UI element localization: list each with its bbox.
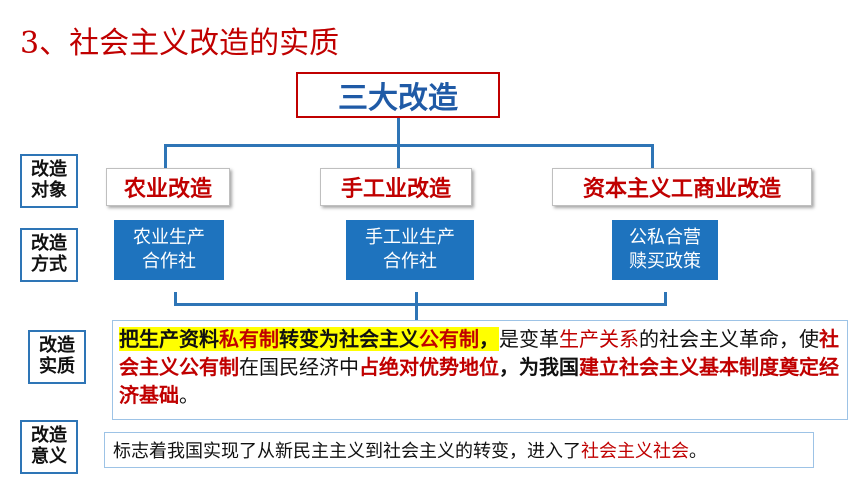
method-agriculture-line2: 合作社 <box>142 251 196 272</box>
connector-top-horizontal <box>164 144 654 147</box>
essence-seg-3: 转变为社会主义 <box>279 327 419 351</box>
connector-top-vertical <box>397 118 400 146</box>
essence-seg-8: 的社会主义革命，使 <box>639 327 819 351</box>
label-meaning-line1: 改造 <box>31 425 67 447</box>
bracket-center-drop <box>415 292 418 320</box>
label-objects-line2: 对象 <box>31 180 67 201</box>
essence-seg-1: 把生产资料 <box>119 327 219 351</box>
method-handicraft-line1: 手工业生产 <box>365 226 455 248</box>
meaning-seg-3: 。 <box>689 441 707 462</box>
essence-dominant-position: 占绝对优势地位 <box>359 355 499 379</box>
essence-highlight: 把生产资料私有制转变为社会主义公有制， <box>119 327 499 351</box>
label-methods: 改造 方式 <box>20 228 78 282</box>
label-objects-line1: 改造 <box>31 159 67 181</box>
method-handicraft: 手工业生产 合作社 <box>346 220 474 280</box>
essence-text: 把生产资料私有制转变为社会主义公有制，是变革生产关系的社会主义革命，使社会主义公… <box>112 320 848 420</box>
essence-private-ownership: 私有制 <box>219 327 279 351</box>
label-methods-line1: 改造 <box>31 233 67 255</box>
label-essence-line1: 改造 <box>39 335 75 357</box>
label-meaning: 改造 意义 <box>20 420 78 474</box>
slide-title: 3、社会主义改造的实质 <box>20 26 340 61</box>
essence-seg-14: 。 <box>179 383 199 407</box>
essence-socialist-public-ownership: 社会主义公有制 <box>119 327 839 379</box>
bracket-right-rise <box>664 292 667 306</box>
essence-public-ownership: 公有制 <box>419 327 479 351</box>
connector-right-drop <box>651 144 654 168</box>
essence-seg-5: ， <box>479 327 499 351</box>
label-meaning-line2: 意义 <box>31 446 67 467</box>
meaning-seg-1: 标志着我国实现了从新民主主义到社会主义的转变，进入了 <box>113 441 581 462</box>
meaning-text: 标志着我国实现了从新民主主义到社会主义的转变，进入了社会主义社会。 <box>104 432 814 468</box>
object-handicraft: 手工业改造 <box>320 168 472 206</box>
meaning-socialist-society: 社会主义社会 <box>581 441 689 462</box>
method-capitalist-line1: 公私合营 <box>629 226 701 248</box>
essence-production-relations: 生产关系 <box>559 327 639 351</box>
bracket-left-rise <box>174 292 177 306</box>
essence-economic-foundation: 建立社会主义基本制度奠定经济基础 <box>119 355 839 407</box>
bracket-horizontal <box>174 303 667 306</box>
method-capitalist-line2: 赎买政策 <box>629 251 701 272</box>
label-essence: 改造 实质 <box>28 330 86 384</box>
method-agriculture-line1: 农业生产 <box>133 226 205 248</box>
label-objects: 改造 对象 <box>20 154 78 208</box>
essence-seg-12: ，为我国 <box>499 355 579 379</box>
object-capitalist-industry-commerce: 资本主义工商业改造 <box>552 168 812 206</box>
essence-seg-6: 是变革 <box>499 327 559 351</box>
method-handicraft-line2: 合作社 <box>383 251 437 272</box>
connector-left-drop <box>164 144 167 168</box>
essence-seg-10: 在国民经济中 <box>239 355 359 379</box>
label-methods-line2: 方式 <box>31 254 67 275</box>
method-agriculture: 农业生产 合作社 <box>114 220 224 280</box>
connector-mid-drop <box>397 144 400 168</box>
three-transformations-box: 三大改造 <box>296 72 500 118</box>
object-agriculture: 农业改造 <box>106 168 230 206</box>
method-capitalist: 公私合营 赎买政策 <box>612 220 718 280</box>
label-essence-line2: 实质 <box>39 356 75 377</box>
